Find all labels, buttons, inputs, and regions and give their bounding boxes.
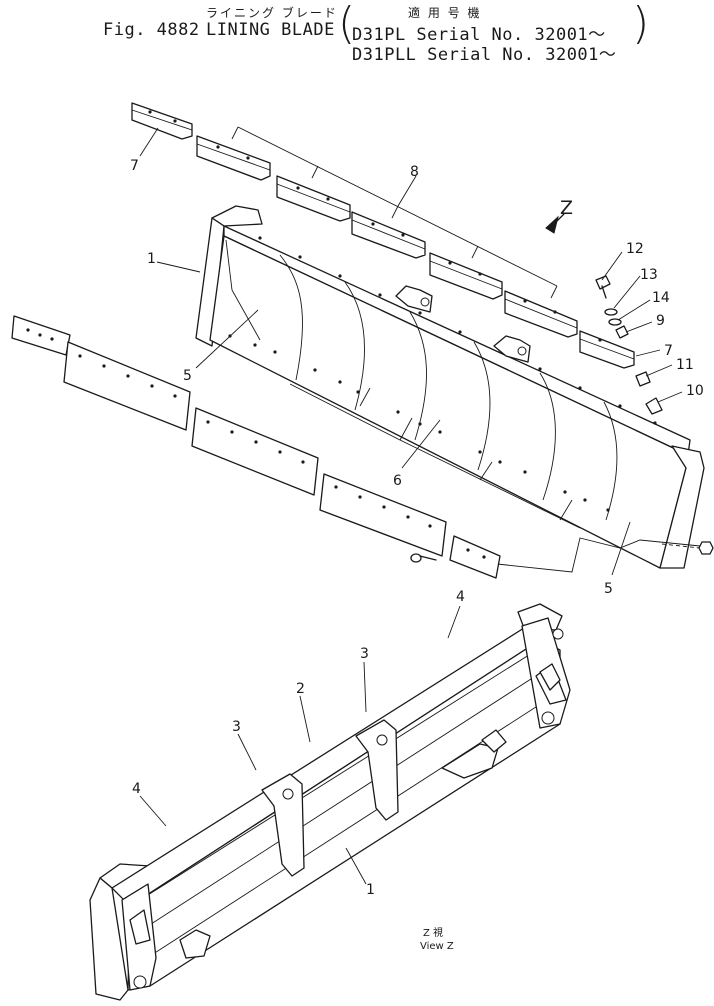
callout-1-blade: 1	[147, 251, 156, 267]
leader-lines	[139, 127, 683, 885]
title-japanese: ライニング ブレード	[206, 6, 338, 20]
callout-1-blade-back: 1	[366, 882, 375, 898]
figure-number: Fig. 4882	[103, 20, 200, 40]
callout-7-left-lining: 7	[130, 158, 139, 174]
callout-12-bolt: 12	[626, 241, 644, 257]
callout-5-right-end-bit: 5	[604, 581, 613, 597]
callout-6-cutting-edge: 6	[393, 473, 402, 489]
callout-4-left-end-plate: 4	[132, 781, 141, 797]
lining-strip-row-top	[131, 102, 635, 369]
cutting-edge-strips	[11, 315, 501, 579]
callout-9-nut: 9	[656, 313, 665, 329]
edge-bolt	[410, 553, 437, 563]
callout-13-washer: 13	[640, 267, 658, 283]
callout-7-right-lining: 7	[664, 343, 673, 359]
view-z-marker: Z	[560, 197, 573, 219]
callout-3-mid-liner: 3	[360, 646, 369, 662]
blade-assembly-exploded	[11, 102, 714, 579]
callout-5-left-end-bit: 5	[183, 368, 192, 384]
view-z-label-japanese: Z 視	[423, 926, 443, 939]
edge-nut	[698, 541, 714, 555]
callout-11-clip: 11	[676, 357, 694, 373]
bracket-left: (	[338, 0, 356, 49]
callout-10-clip: 10	[686, 383, 704, 399]
serial-range-2: D31PLL Serial No. 32001～	[352, 45, 617, 65]
callout-2-top-plate: 2	[296, 681, 305, 697]
serial-range-1: D31PL Serial No. 32001～	[352, 25, 606, 45]
figure-title: LINING BLADE	[206, 20, 335, 40]
callout-14-washer: 14	[652, 290, 670, 306]
view-z-arrow	[545, 213, 565, 234]
view-z-label: View Z	[420, 941, 454, 952]
blade-body	[195, 205, 705, 569]
applicable-models-japanese: 適 用 号 機	[408, 6, 482, 20]
callout-8-lining-plate: 8	[410, 164, 419, 180]
callout-3-left-liner: 3	[232, 719, 241, 735]
callout-labels: 1 5 6 5 7 8 12 13 14 9 7 11 10 Z 4 3 2 3…	[130, 158, 704, 952]
bracket-right: )	[632, 0, 650, 49]
callout-4-top-end-plate: 4	[456, 589, 465, 605]
blade-back-view-z	[89, 603, 571, 1001]
